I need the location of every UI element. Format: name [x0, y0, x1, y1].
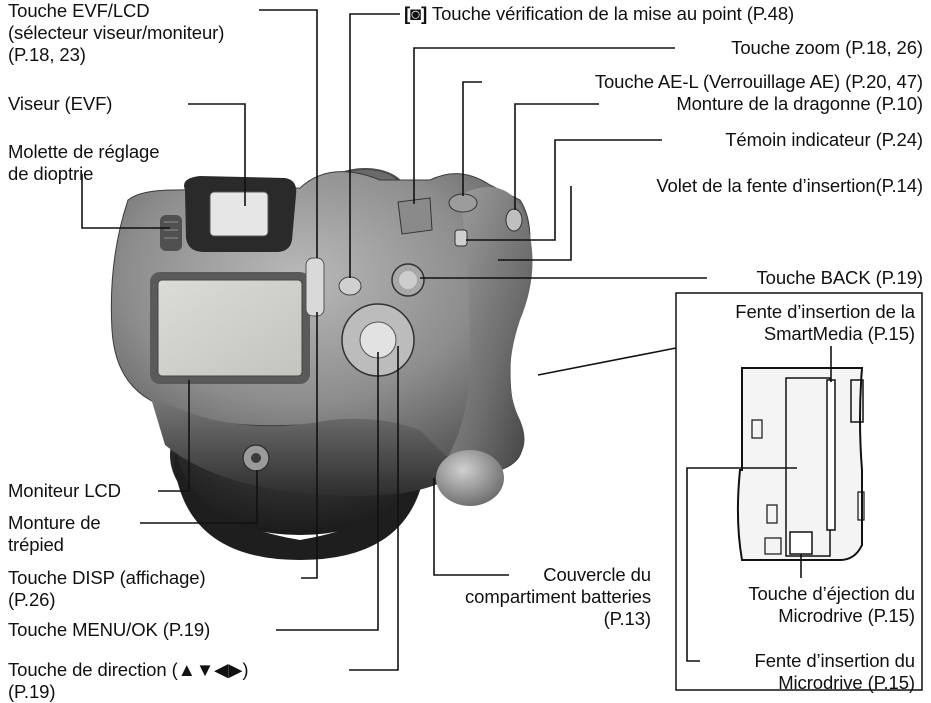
label-direction-button: Touche de direction (▲▼◀▶) (P.19)	[8, 659, 248, 703]
label-zoom-button: Touche zoom (P.18, 26)	[731, 37, 923, 59]
lcd-screen	[157, 279, 303, 377]
focus-check-icon: [◙]	[404, 3, 428, 24]
label-microdrive-slot: Fente d’insertion du Microdrive (P.15)	[755, 650, 916, 694]
label-line: (P.13)	[603, 608, 652, 629]
ael-button-shape	[448, 193, 478, 213]
label-line: compartiment batteries	[465, 586, 651, 607]
smartmedia-slot-shape	[826, 379, 836, 531]
label-line: Touche MENU/OK (P.19)	[8, 619, 211, 640]
label-line: Monture de la dragonne (P.10)	[676, 93, 923, 114]
camera-body-group	[110, 168, 533, 560]
zoom-lever-shape	[397, 197, 433, 235]
label-line: Touche d’éjection du	[748, 583, 915, 604]
label-lcd-monitor: Moniteur LCD	[8, 480, 121, 502]
label-line: Touche BACK (P.19)	[756, 267, 923, 288]
inset-frame	[675, 292, 923, 691]
label-line: (P.19)	[8, 681, 56, 702]
label-line: trépied	[8, 534, 64, 555]
label-line: Touche DISP (affichage)	[8, 567, 206, 588]
grip-pad	[436, 450, 504, 506]
label-line: de dioptrie	[8, 163, 94, 184]
label-back-button: Touche BACK (P.19)	[756, 267, 923, 289]
leader-lines	[81, 9, 832, 671]
label-line: Molette de réglage	[8, 141, 160, 162]
slot-housing	[736, 367, 864, 561]
label-line: [◙] Touche vérification de la mise au po…	[404, 3, 794, 25]
camera-base	[150, 395, 460, 496]
card-slot-illustration	[736, 367, 865, 561]
label-text: Touche de direction (	[8, 659, 178, 680]
label-text: Touche vérification de la mise au point …	[431, 3, 795, 24]
label-line: Touche AE-L (Verrouillage AE) (P.20, 47)	[594, 71, 923, 92]
label-line: (P.26)	[8, 589, 56, 610]
strap-mount-shape	[505, 208, 523, 232]
lens-barrel-side	[175, 440, 425, 560]
focus-check-button-shape	[338, 276, 362, 296]
label-slot-cover: Volet de la fente d’insertion(P.14)	[656, 175, 923, 197]
label-tripod-mount: Monture de trépied	[8, 512, 101, 556]
label-line: Monture de	[8, 512, 101, 533]
label-line: Témoin indicateur (P.24)	[725, 129, 923, 150]
label-line: Touche de direction (▲▼◀▶)	[8, 659, 248, 681]
label-line: Volet de la fente d’insertion(P.14)	[656, 175, 923, 196]
label-diopter-dial: Molette de réglage de dioptrie	[8, 141, 160, 185]
label-line: Moniteur LCD	[8, 480, 121, 501]
label-strap-mount: Monture de la dragonne (P.10)	[676, 93, 923, 115]
slot-side-tab	[850, 379, 864, 423]
label-line: Fente d’insertion de la	[735, 301, 915, 322]
label-line: (sélecteur viseur/moniteur)	[8, 22, 225, 43]
label-smartmedia-slot: Fente d’insertion de la SmartMedia (P.15…	[735, 301, 915, 345]
label-microdrive-eject: Touche d’éjection du Microdrive (P.15)	[748, 583, 915, 627]
label-indicator-lamp: Témoin indicateur (P.24)	[725, 129, 923, 151]
label-line: Viseur (EVF)	[8, 93, 113, 114]
camera-grip	[445, 187, 533, 473]
diopter-dial-shape	[160, 215, 182, 251]
label-line: Fente d’insertion du	[754, 650, 916, 671]
label-line: Touche EVF/LCD	[8, 0, 150, 21]
label-viewfinder: Viseur (EVF)	[8, 93, 112, 115]
label-line: Couvercle du	[543, 564, 651, 585]
label-ael-button: Touche AE-L (Verrouillage AE) (P.20, 47)	[595, 71, 923, 93]
label-battery-cover: Couvercle du compartiment batteries (P.1…	[465, 564, 651, 630]
direction-arrows-icon: ▲▼◀▶	[177, 659, 243, 680]
label-disp-button: Touche DISP (affichage) (P.26)	[8, 567, 206, 611]
microdrive-eject-shape	[789, 531, 813, 555]
label-line: Microdrive (P.15)	[778, 605, 915, 626]
label-text: )	[242, 659, 249, 680]
evf-lcd-switch-shape	[305, 257, 325, 317]
indicator-lamp-shape	[454, 229, 468, 247]
label-focus-check-button: [◙] Touche vérification de la mise au po…	[404, 3, 794, 25]
label-line: SmartMedia (P.15)	[763, 323, 915, 344]
label-line: Microdrive (P.15)	[778, 672, 915, 693]
viewfinder-window	[209, 191, 269, 237]
label-line: (P.18, 23)	[8, 44, 86, 65]
label-evf-lcd-button: Touche EVF/LCD (sélecteur viseur/moniteu…	[8, 0, 224, 66]
label-line: Touche zoom (P.18, 26)	[731, 37, 923, 58]
label-menu-ok-button: Touche MENU/OK (P.19)	[8, 619, 210, 641]
